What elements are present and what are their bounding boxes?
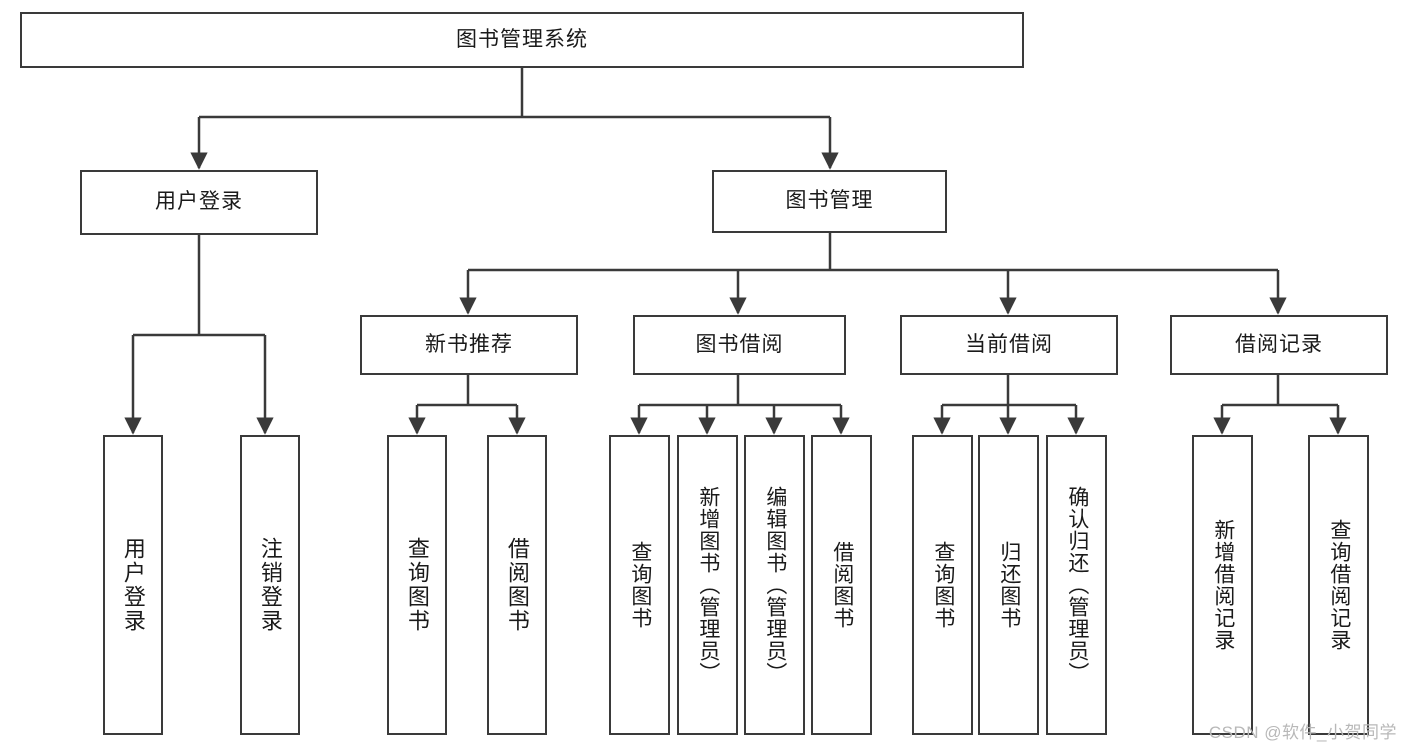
node-label: 借阅图书	[504, 537, 530, 633]
node-label: 借阅图书	[830, 541, 854, 629]
node-label: 查询图书	[404, 537, 430, 633]
node-current-borrow[interactable]: 当前借阅	[900, 315, 1118, 375]
node-label: 图书管理系统	[456, 27, 588, 51]
node-new-book-recommend[interactable]: 新书推荐	[360, 315, 578, 375]
node-label: 查询借阅记录	[1327, 519, 1351, 651]
node-label: 借阅记录	[1235, 332, 1323, 356]
leaf-borrow-book[interactable]: 借阅图书	[811, 435, 872, 735]
node-label: 注销登录	[257, 537, 283, 633]
node-label: 查询图书	[931, 541, 955, 629]
node-label: 图书借阅	[695, 332, 784, 356]
node-label: 用户登录	[120, 537, 146, 633]
leaf-logout[interactable]: 注销登录	[240, 435, 300, 735]
node-label: 图书管理	[785, 189, 874, 213]
leaf-query-borrow-record[interactable]: 查询借阅记录	[1308, 435, 1369, 735]
node-borrow-record[interactable]: 借阅记录	[1170, 315, 1388, 375]
leaf-query-book-new[interactable]: 查询图书	[387, 435, 447, 735]
leaf-confirm-return-admin[interactable]: 确认归还（管理员）	[1046, 435, 1107, 735]
node-label: 当前借阅	[965, 332, 1053, 356]
leaf-query-book-borrow[interactable]: 查询图书	[609, 435, 670, 735]
node-label: 新增借阅记录	[1211, 519, 1235, 651]
csdn-watermark: CSDN @软件_小贺同学	[1208, 723, 1397, 742]
node-user-login[interactable]: 用户登录	[80, 170, 318, 235]
leaf-add-book-admin[interactable]: 新增图书（管理员）	[677, 435, 738, 735]
leaf-user-login[interactable]: 用户登录	[103, 435, 163, 735]
leaf-return-book[interactable]: 归还图书	[978, 435, 1039, 735]
node-label: 查询图书	[628, 541, 652, 629]
leaf-borrow-book-new[interactable]: 借阅图书	[487, 435, 547, 735]
node-label: 归还图书	[997, 541, 1021, 629]
node-root-system[interactable]: 图书管理系统	[20, 12, 1024, 68]
node-label: 新增图书（管理员）	[696, 486, 720, 684]
node-label: 编辑图书（管理员）	[763, 486, 787, 684]
node-label: 确认归还（管理员）	[1065, 486, 1089, 684]
node-label: 用户登录	[155, 190, 243, 214]
node-book-management[interactable]: 图书管理	[712, 170, 947, 233]
leaf-query-book-current[interactable]: 查询图书	[912, 435, 973, 735]
leaf-add-borrow-record[interactable]: 新增借阅记录	[1192, 435, 1253, 735]
node-label: 新书推荐	[425, 332, 513, 356]
leaf-edit-book-admin[interactable]: 编辑图书（管理员）	[744, 435, 805, 735]
node-book-borrow[interactable]: 图书借阅	[633, 315, 846, 375]
